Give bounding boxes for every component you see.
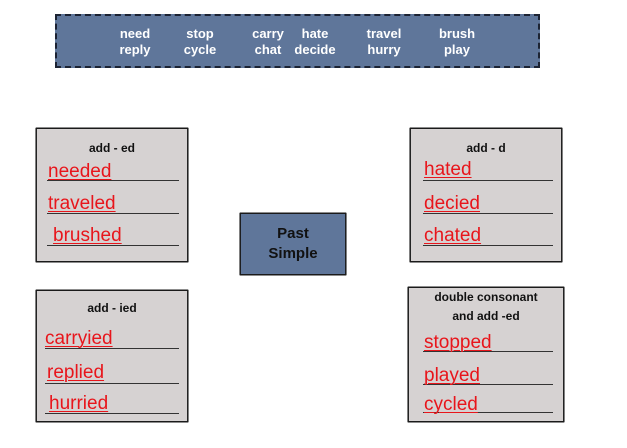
answer-line	[423, 412, 553, 413]
word: chat	[254, 42, 282, 57]
word-pair: brush play	[422, 26, 492, 58]
word: hate	[301, 26, 329, 41]
wavy-border	[407, 286, 565, 423]
answer-text[interactable]: carryied	[45, 328, 113, 349]
card-add-d: add - d hated decied chated	[407, 125, 565, 265]
card-add-ed: add - ed needed traveled brushed	[33, 125, 191, 265]
answer-line	[423, 351, 553, 352]
word: need	[119, 26, 151, 41]
answer-text[interactable]: traveled	[48, 193, 116, 214]
word-pair: travel hurry	[349, 26, 419, 58]
answer-line	[45, 383, 179, 384]
answer-text[interactable]: needed	[48, 161, 112, 182]
word: cycle	[183, 42, 217, 57]
answer-line	[47, 213, 179, 214]
word-pair: stop cycle	[165, 26, 235, 58]
answer-line	[45, 348, 179, 349]
answer-line	[423, 180, 553, 181]
word-bank: need reply stop cycle carry chat hate de…	[55, 14, 540, 68]
answer-text[interactable]: chated	[424, 225, 482, 246]
wavy-border	[35, 127, 189, 263]
word-pair: carry chat	[233, 26, 303, 58]
answer-text[interactable]: hated	[424, 159, 472, 180]
word: play	[443, 42, 470, 57]
card-title: add - ed	[88, 141, 135, 155]
wavy-border	[409, 127, 563, 263]
answer-text[interactable]: replied	[47, 362, 105, 383]
word: carry	[252, 26, 284, 41]
card-subtitle: and add -ed	[452, 309, 520, 323]
word-pair: hate decide	[280, 26, 350, 58]
word: reply	[119, 42, 151, 57]
center-title: Past Simple	[237, 224, 349, 264]
card-add-ied: add - ied carryied replied hurried	[33, 287, 191, 425]
answer-line	[47, 180, 179, 181]
card-frame	[35, 127, 189, 263]
word: travel	[366, 26, 402, 41]
answer-text[interactable]: decied	[424, 193, 480, 214]
answer-text[interactable]: brushed	[53, 225, 122, 246]
card-double-consonant: double consonant and add -ed stopped pla…	[405, 284, 567, 425]
answer-line	[423, 213, 553, 214]
word: stop	[186, 26, 214, 41]
wavy-border	[35, 289, 189, 423]
card-frame	[407, 286, 565, 423]
answer-line	[423, 384, 553, 385]
answer-text[interactable]: hurried	[49, 393, 109, 414]
answer-text[interactable]: played	[424, 365, 480, 386]
center-line-1: Past	[277, 225, 309, 242]
card-title: add - ied	[87, 301, 137, 315]
word: brush	[438, 26, 476, 41]
word-pair: need reply	[100, 26, 170, 58]
answer-line	[45, 413, 179, 414]
answer-text[interactable]: cycled	[424, 394, 478, 415]
word: hurry	[367, 42, 401, 57]
center-frame	[239, 212, 347, 276]
answer-text[interactable]: stopped	[424, 332, 492, 353]
past-simple-box: Past Simple	[237, 210, 349, 278]
wavy-border	[239, 212, 347, 276]
card-frame	[409, 127, 563, 263]
answer-line	[47, 245, 179, 246]
card-title: add - d	[466, 141, 506, 155]
answer-line	[423, 245, 553, 246]
card-frame	[35, 289, 189, 423]
word: decide	[294, 42, 336, 57]
center-line-2: Simple	[268, 245, 318, 262]
card-title: double consonant	[434, 290, 538, 304]
